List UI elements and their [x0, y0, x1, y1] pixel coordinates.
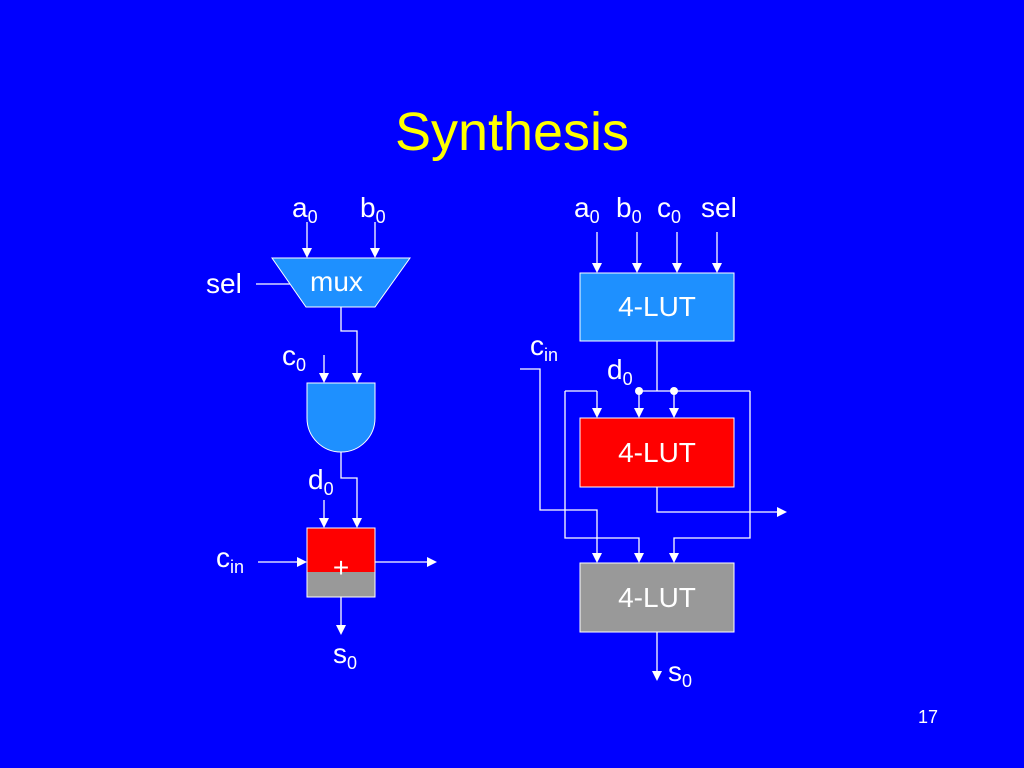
- label-sel: sel: [206, 268, 242, 299]
- lut-middle: [579, 417, 735, 488]
- lut-top: [579, 272, 735, 342]
- label-r-d0: d0: [607, 354, 633, 389]
- lut-middle-label: 4-LUT: [618, 437, 696, 468]
- slide-title: Synthesis: [394, 102, 630, 162]
- adder-top: [307, 528, 375, 572]
- label-r-a0: a0: [574, 192, 600, 227]
- junction-dot-left: [635, 387, 643, 395]
- mux-label: mux: [310, 266, 363, 297]
- label-r-b0: b0: [616, 192, 642, 227]
- label-s0-right: s0: [668, 656, 693, 691]
- left-circuit: [256, 222, 437, 635]
- label-c0: c0: [282, 340, 307, 375]
- label-r-c0: c0: [657, 192, 682, 227]
- label-r-sel: sel: [701, 192, 737, 223]
- wire-and-to-adder: [340, 451, 362, 528]
- wire-left-loop: [564, 391, 644, 563]
- label-r-cin: cin: [530, 330, 559, 365]
- wire-mid-out: [656, 487, 787, 517]
- label-b0: b0: [360, 192, 386, 227]
- junction-dot-right: [670, 387, 678, 395]
- label-s0-left: s0: [333, 638, 358, 673]
- wire-right-loop: [669, 391, 751, 563]
- adder-outline: [306, 527, 376, 598]
- wire-r-cin: [520, 368, 602, 563]
- label-cin: cin: [216, 542, 245, 577]
- page-number: 17: [917, 707, 938, 727]
- label-d0: d0: [308, 464, 334, 499]
- wire-mux-to-and: [340, 307, 362, 383]
- and-gate: [306, 382, 376, 453]
- label-a0: a0: [292, 192, 318, 227]
- lut-bottom-label: 4-LUT: [618, 582, 696, 613]
- lut-bottom: [579, 562, 735, 633]
- adder-bottom: [307, 572, 375, 597]
- mux-block: [271, 257, 411, 308]
- right-circuit: [520, 232, 787, 681]
- adder-label: +: [332, 552, 350, 583]
- lut-top-label: 4-LUT: [618, 291, 696, 322]
